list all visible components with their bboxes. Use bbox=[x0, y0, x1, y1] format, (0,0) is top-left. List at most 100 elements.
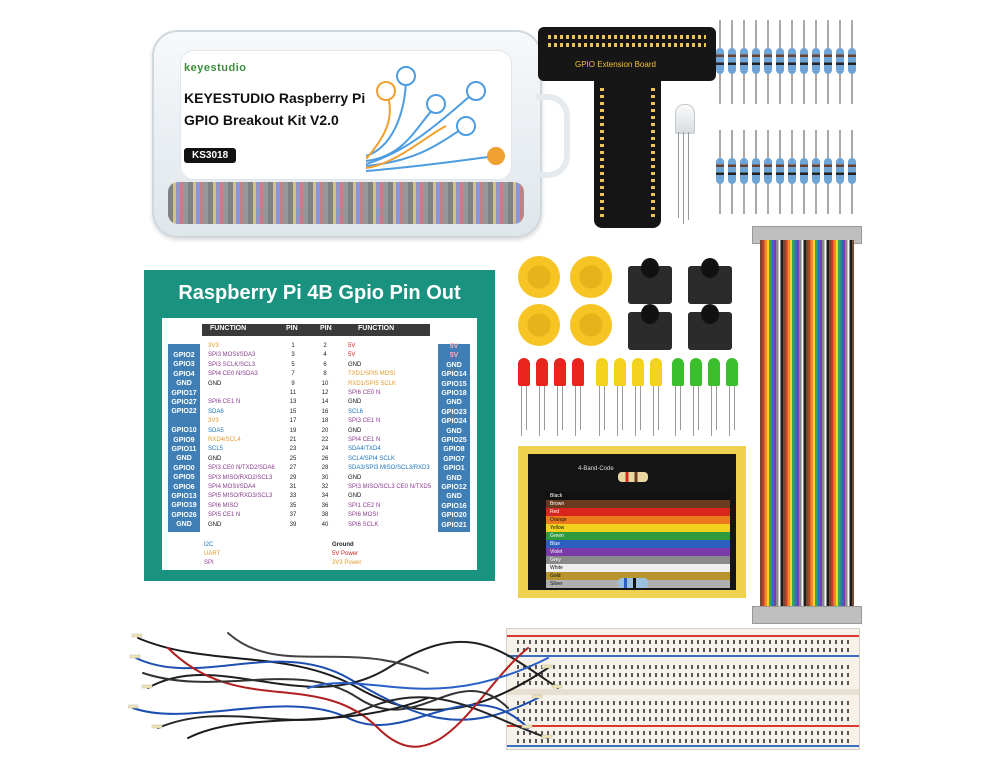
resistor-diagram-bottom bbox=[618, 578, 648, 588]
led-leg bbox=[544, 386, 545, 430]
led-leg bbox=[640, 386, 641, 430]
resistor-body bbox=[848, 158, 856, 184]
led bbox=[536, 358, 548, 386]
stem-pins-left bbox=[600, 88, 604, 220]
pin-function-left: 3V3 bbox=[208, 418, 219, 425]
led bbox=[650, 358, 662, 386]
gpio-label-right: GND bbox=[446, 399, 462, 407]
pin-function-right: GND bbox=[348, 361, 362, 368]
rgb-led-leg bbox=[688, 132, 689, 220]
resistor-body bbox=[800, 158, 808, 184]
color-card-title: 4-Band-Code bbox=[578, 466, 614, 472]
header-pin-left: PIN bbox=[286, 325, 298, 332]
resistor-body bbox=[752, 158, 760, 184]
pin-function-right: SDA3/SPI3 MISO/SCL3/RXD3 bbox=[348, 465, 430, 472]
pin-number-left: 3 bbox=[291, 352, 295, 359]
gpio-label-left: GND bbox=[176, 521, 192, 529]
gpio-label-left: GPIO26 bbox=[171, 511, 197, 519]
rgb-led bbox=[675, 104, 695, 134]
gpio-label-right: GND bbox=[446, 361, 462, 369]
pin-number-left: 37 bbox=[289, 512, 297, 519]
pin-function-left: GND bbox=[208, 380, 222, 387]
color-code-row: Orange bbox=[546, 516, 730, 524]
led bbox=[632, 358, 644, 386]
button-cap bbox=[570, 304, 612, 346]
led bbox=[726, 358, 738, 386]
breadboard-rail-blue bbox=[507, 745, 859, 747]
resistor-body bbox=[716, 48, 724, 74]
header-function-right: FUNCTION bbox=[358, 325, 395, 332]
breadboard-holes bbox=[517, 739, 849, 743]
pin-number-left: 5 bbox=[291, 361, 295, 368]
pin-number-left: 1 bbox=[291, 343, 295, 349]
legend-3v3: 3V3 Power bbox=[332, 560, 362, 566]
stem-pins-right bbox=[651, 88, 655, 220]
ribbon-connector-bottom bbox=[752, 606, 862, 624]
led-leg bbox=[622, 386, 623, 430]
kit-code-badge: KS3018 bbox=[184, 148, 237, 163]
gpio-label-right: GPIO7 bbox=[443, 455, 465, 463]
color-code-row: Yellow bbox=[546, 524, 730, 532]
gpio-label-right: GPIO20 bbox=[441, 512, 467, 520]
color-code-row: Brown bbox=[546, 500, 730, 508]
gpio-label-right: GPIO12 bbox=[441, 484, 467, 491]
resistor-body bbox=[848, 48, 856, 74]
pin-number-right: 14 bbox=[321, 399, 329, 406]
pin-function-right: 5V bbox=[348, 352, 356, 359]
led-leg bbox=[734, 386, 735, 430]
resistor-body bbox=[836, 158, 844, 184]
pin-function-right: TXD1/SPI5 MOSI bbox=[348, 371, 396, 378]
led bbox=[554, 358, 566, 386]
led bbox=[672, 358, 684, 386]
pin-function-left: SPI3 MISO/RXD2/SCL3 bbox=[208, 474, 273, 481]
led-leg bbox=[562, 386, 563, 430]
resistor-body bbox=[740, 158, 748, 184]
led-leg bbox=[604, 386, 605, 430]
pin-function-left: SPI3 MOSI/SDA3 bbox=[208, 352, 256, 359]
pin-function-left: SDA6 bbox=[208, 408, 224, 415]
gpio-label-right: GPIO24 bbox=[441, 418, 467, 426]
resistor-body bbox=[728, 158, 736, 184]
pin-function-right: SPI6 SCLK bbox=[348, 521, 379, 528]
legend-uart: UART bbox=[204, 551, 221, 557]
led-leg bbox=[675, 386, 676, 436]
resistor-diagram-top bbox=[618, 472, 648, 482]
pin-function-left: SPI4 MOSI/SDA4 bbox=[208, 484, 256, 490]
pin-number-left: 31 bbox=[289, 484, 297, 490]
led-leg bbox=[680, 386, 681, 430]
circuit-tree-graphic bbox=[366, 66, 505, 172]
button-cap bbox=[518, 256, 560, 298]
led-leg bbox=[575, 386, 576, 436]
pin-number-right: 4 bbox=[323, 352, 327, 359]
led-leg bbox=[635, 386, 636, 436]
resistor-body bbox=[752, 48, 760, 74]
resistor-body bbox=[788, 48, 796, 74]
pin-number-right: 22 bbox=[321, 437, 329, 443]
header-pins-row bbox=[548, 35, 706, 39]
pin-function-left: SPI6 MISO bbox=[208, 502, 239, 509]
breadboard-holes bbox=[517, 717, 849, 721]
led bbox=[518, 358, 530, 386]
rgb-led-leg bbox=[678, 132, 679, 218]
legend-5v: 5V Power bbox=[332, 551, 359, 557]
gpio-label-left: GPIO19 bbox=[171, 502, 197, 510]
resistor-body bbox=[824, 48, 832, 74]
led-leg bbox=[557, 386, 558, 436]
pin-function-left: SPI4 CE0 N/SDA3 bbox=[208, 371, 258, 378]
legend-ground: Ground bbox=[332, 542, 354, 548]
gpio-label-right: GND bbox=[446, 474, 462, 482]
breadboard-holes bbox=[517, 648, 849, 652]
gpio-label-left: GPIO5 bbox=[173, 474, 195, 482]
pin-number-left: 35 bbox=[289, 502, 297, 509]
legend-i2c: I2C bbox=[204, 542, 214, 548]
color-code-row: Violet bbox=[546, 548, 730, 556]
led-leg bbox=[599, 386, 600, 436]
resistor-body bbox=[776, 48, 784, 74]
resistor-body bbox=[800, 48, 808, 74]
pin-function-left: SDA5 bbox=[208, 427, 224, 434]
pin-number-left: 7 bbox=[291, 371, 295, 378]
pin-function-left: GND bbox=[208, 455, 222, 462]
gpio-board-stem bbox=[594, 80, 661, 228]
led-leg bbox=[580, 386, 581, 430]
